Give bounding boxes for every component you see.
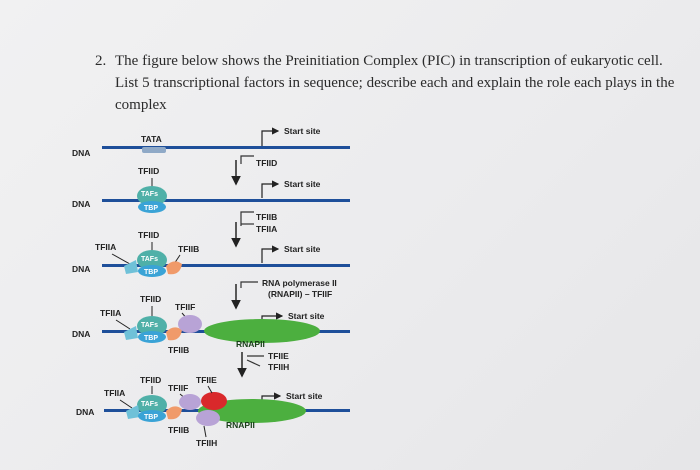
- tfiia-shape: [124, 260, 138, 274]
- tata-label: TATA: [141, 134, 162, 144]
- start-site-arrow: [261, 245, 280, 263]
- tafs-label: TAFs: [141, 256, 158, 263]
- tbp-shape: [138, 331, 166, 343]
- tbp-label: TBP: [144, 414, 158, 421]
- start-site-label: Start site: [284, 179, 321, 189]
- tfiia-label: TFIIA: [104, 388, 125, 398]
- tbp-label: TBP: [144, 335, 158, 342]
- row-4: DNA Start site RNAPII TFIID TFIIF TFIIA …: [72, 294, 350, 355]
- dna-label: DNA: [72, 264, 90, 274]
- tfiif-label: TFIIF: [175, 302, 195, 312]
- start-site-label: Start site: [288, 311, 325, 321]
- tafs-label: TAFs: [141, 191, 158, 198]
- rna-pol-label-1: RNA polymerase II: [262, 278, 337, 288]
- tfiib-shape: [166, 406, 182, 420]
- question-text: The figure below shows the Preinitiation…: [115, 53, 675, 113]
- tfiie-label: TFIIE: [196, 375, 217, 385]
- dna-label: DNA: [72, 148, 90, 158]
- dna-label: DNA: [76, 407, 94, 417]
- step-label-tfiih: TFIIH: [268, 362, 289, 372]
- tfiih-label: TFIIH: [196, 438, 217, 448]
- step-arrow-1: TFIID: [231, 155, 277, 186]
- start-site-label: Start site: [284, 126, 321, 136]
- question-number: 2.: [95, 53, 107, 69]
- step-label-tfiia: TFIIA: [256, 224, 277, 234]
- tfiif-label: TFIIF: [168, 383, 188, 393]
- tfiia-shape: [126, 405, 140, 419]
- tafs-shape: [137, 316, 167, 336]
- step-arrow-3: RNA polymerase II (RNAPII) – TFIIF: [231, 278, 337, 310]
- step-label-tfiie: TFIIE: [268, 351, 289, 361]
- tfiid-label: TFIID: [140, 375, 161, 385]
- start-site-arrow: [261, 180, 280, 198]
- start-site-label: Start site: [286, 391, 323, 401]
- rna-pol-label-2: (RNAPII) – TFIIF: [268, 289, 332, 299]
- tfiif-shape: [179, 394, 201, 410]
- row-3: DNA Start site TFIID TFIIA TFIIB TAFs TB…: [72, 230, 350, 277]
- tfiid-label: TFIID: [138, 230, 159, 240]
- tafs-shape: [137, 395, 167, 415]
- tbp-shape: [138, 265, 166, 277]
- dna-label: DNA: [72, 329, 90, 339]
- tfiib-label: TFIIB: [178, 244, 199, 254]
- step-label-tfiib: TFIIB: [256, 212, 277, 222]
- tata-box: [142, 147, 166, 153]
- tafs-label: TAFs: [141, 322, 158, 329]
- rnapii-label: RNAPII: [226, 420, 255, 430]
- tfiih-shape: [196, 410, 220, 426]
- tfiib-label: TFIIB: [168, 345, 189, 355]
- tfiia-shape: [124, 326, 138, 340]
- rnapii-shape: [204, 319, 320, 343]
- tfiie-shape: [201, 392, 227, 410]
- tfiif-shape: [178, 315, 202, 333]
- dna-strand: [102, 146, 350, 149]
- tfiia-label: TFIIA: [95, 242, 116, 252]
- tbp-label: TBP: [144, 269, 158, 276]
- start-site-arrow: [261, 127, 280, 146]
- dna-label: DNA: [72, 199, 90, 209]
- step-arrow-4: TFIIE TFIIH: [237, 351, 289, 378]
- tfiib-shape: [166, 327, 182, 341]
- dna-strand: [102, 264, 350, 267]
- tafs-shape: [137, 186, 167, 206]
- tbp-shape: [138, 410, 166, 422]
- row-1: DNA TATA Start site: [72, 126, 350, 158]
- rnapii-label: RNAPII: [236, 339, 265, 349]
- tafs-label: TAFs: [141, 401, 158, 408]
- tfiib-label: TFIIB: [168, 425, 189, 435]
- tfiia-label: TFIIA: [100, 308, 121, 318]
- tafs-shape: [137, 250, 167, 270]
- tfiib-shape: [166, 261, 182, 275]
- dna-strand: [102, 199, 350, 202]
- row-5: DNA Start site RNAPII TFIID TFIIF TFIIE …: [76, 375, 350, 448]
- tbp-label: TBP: [144, 205, 158, 212]
- step-label-tfiid: TFIID: [256, 158, 277, 168]
- tfiid-label: TFIID: [138, 166, 159, 176]
- row-2: DNA Start site TFIID TAFs TBP: [72, 166, 350, 213]
- start-site-label: Start site: [284, 244, 321, 254]
- tfiid-label: TFIID: [140, 294, 161, 304]
- step-arrow-2: TFIIB TFIIA: [231, 211, 277, 248]
- tbp-shape: [138, 201, 166, 213]
